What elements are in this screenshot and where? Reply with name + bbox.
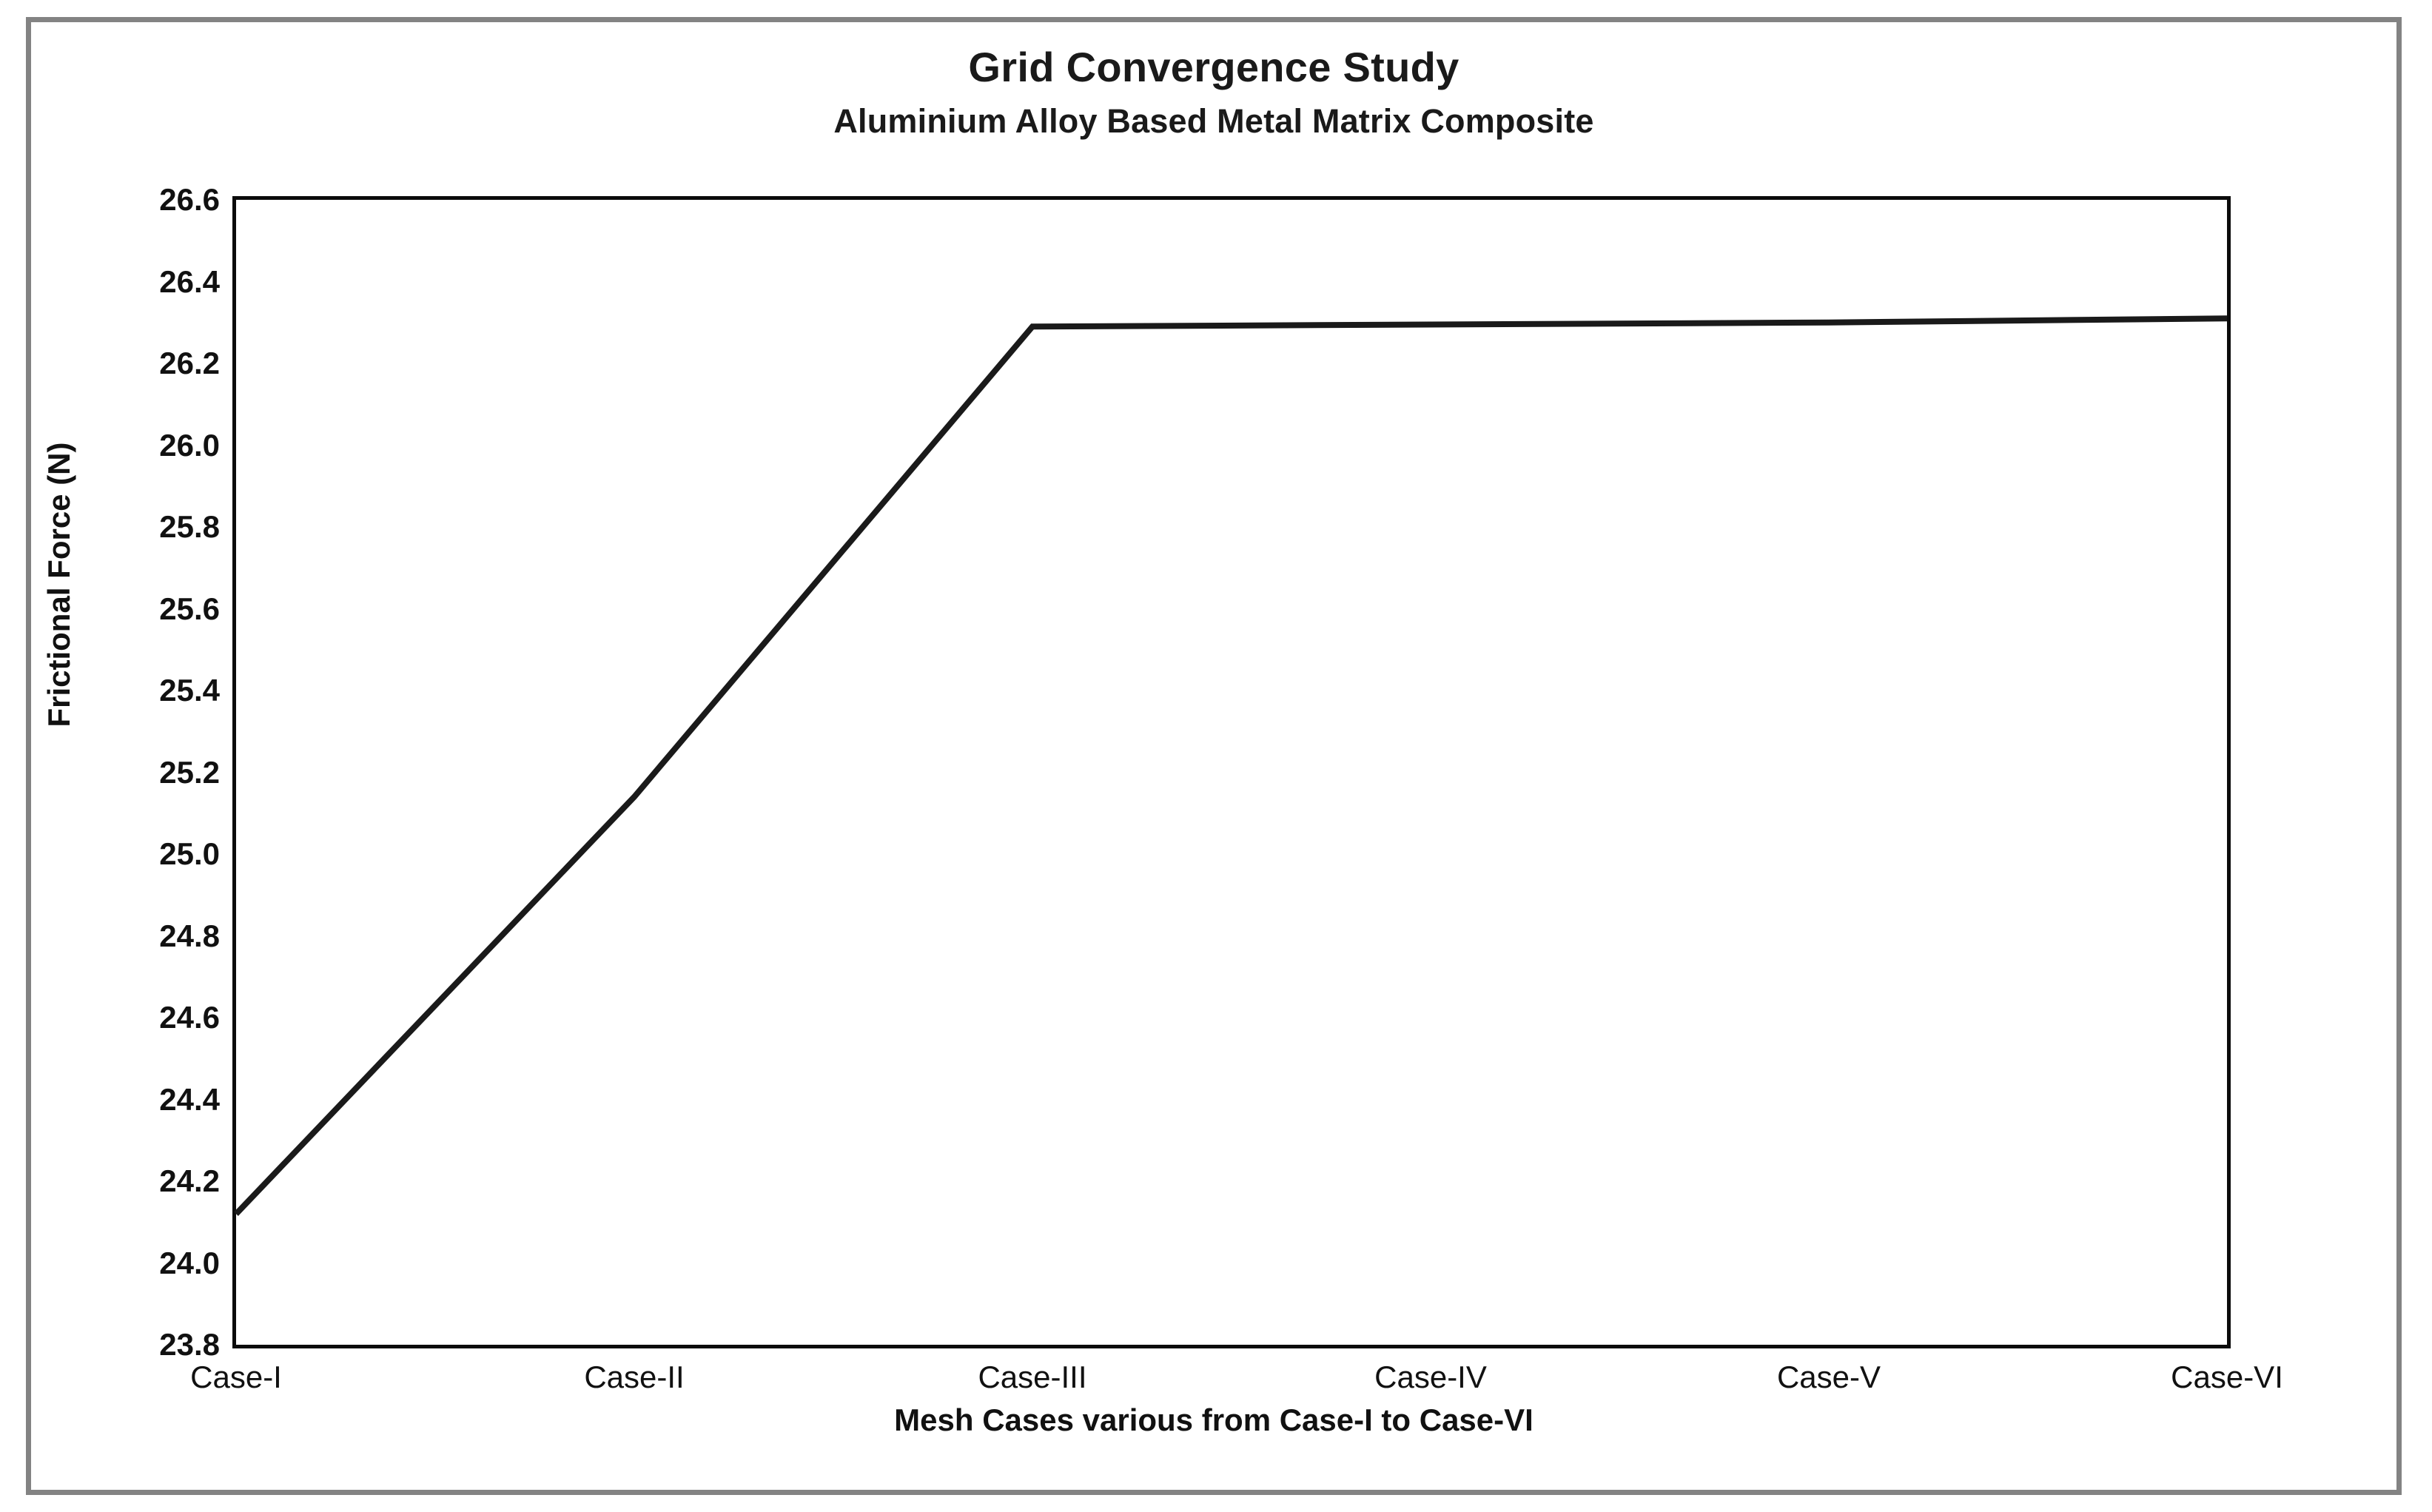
series-line-frictional-force — [234, 315, 2228, 1216]
y-tick-label: 25.4 — [159, 673, 220, 708]
y-tick-label: 24.4 — [159, 1081, 220, 1117]
y-tick-label: 24.2 — [159, 1163, 220, 1198]
y-tick-label: 25.0 — [159, 836, 220, 871]
x-tick-label-case-ii: Case-II — [584, 1360, 685, 1394]
y-tick-label: 24.8 — [159, 918, 220, 953]
y-tick-label: 26.4 — [159, 263, 220, 299]
y-tick-label: 26.6 — [159, 182, 220, 217]
y-tick-label: 25.2 — [159, 754, 220, 790]
x-axis-title: Mesh Cases various from Case-I to Case-V… — [894, 1402, 1534, 1437]
x-tick-label-case-iv: Case-IV — [1374, 1360, 1487, 1394]
y-tick-label: 25.6 — [159, 591, 220, 626]
y-tick-label: 24.6 — [159, 1000, 220, 1035]
x-tick-label-case-vi: Case-VI — [2171, 1360, 2283, 1394]
data-line-svg — [234, 315, 2228, 1216]
y-tick-label: 24.0 — [159, 1245, 220, 1280]
y-tick-label: 26.0 — [159, 427, 220, 463]
x-tick-label-case-v: Case-V — [1776, 1360, 1881, 1394]
plot-area: 26.6 26.4 26.2 26.0 25.8 25.6 25.4 25.2 25.0 24.8… — [159, 182, 2283, 1394]
y-tick-label: 25.8 — [159, 509, 220, 544]
y-axis-title: Frictional Force (N) — [41, 442, 76, 728]
y-tick-label: 26.2 — [159, 346, 220, 380]
x-tick-label-case-iii: Case-III — [978, 1360, 1087, 1394]
x-tick-label-case-i: Case-I — [190, 1360, 282, 1394]
chart-subtitle: Aluminium Alloy Based Metal Matrix Compo… — [833, 102, 1594, 140]
figure-canvas: Grid Convergence Study Aluminium Alloy B… — [31, 22, 2396, 1490]
chart-title: Grid Convergence Study — [968, 44, 1459, 90]
y-tick-label: 23.8 — [159, 1327, 220, 1362]
figure-outer-border: Grid Convergence Study Aluminium Alloy B… — [26, 17, 2402, 1495]
